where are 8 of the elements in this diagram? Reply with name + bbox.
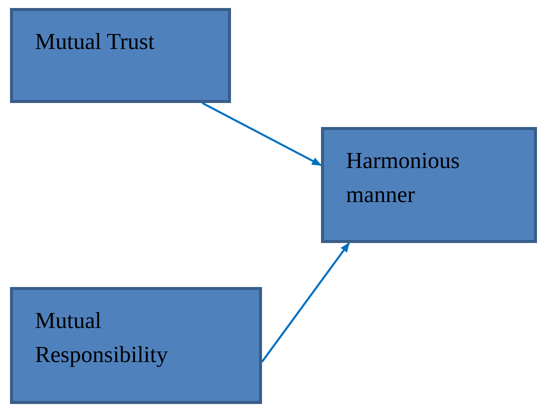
box-label: Mutual Responsibility xyxy=(35,307,169,369)
process-box xyxy=(321,127,537,243)
process-box xyxy=(10,8,231,103)
arrow xyxy=(202,102,322,166)
arrow xyxy=(261,242,350,362)
box-label: Harmonious manner xyxy=(346,147,461,209)
box-label: Mutual Trust xyxy=(35,28,156,56)
process-box xyxy=(10,287,262,404)
